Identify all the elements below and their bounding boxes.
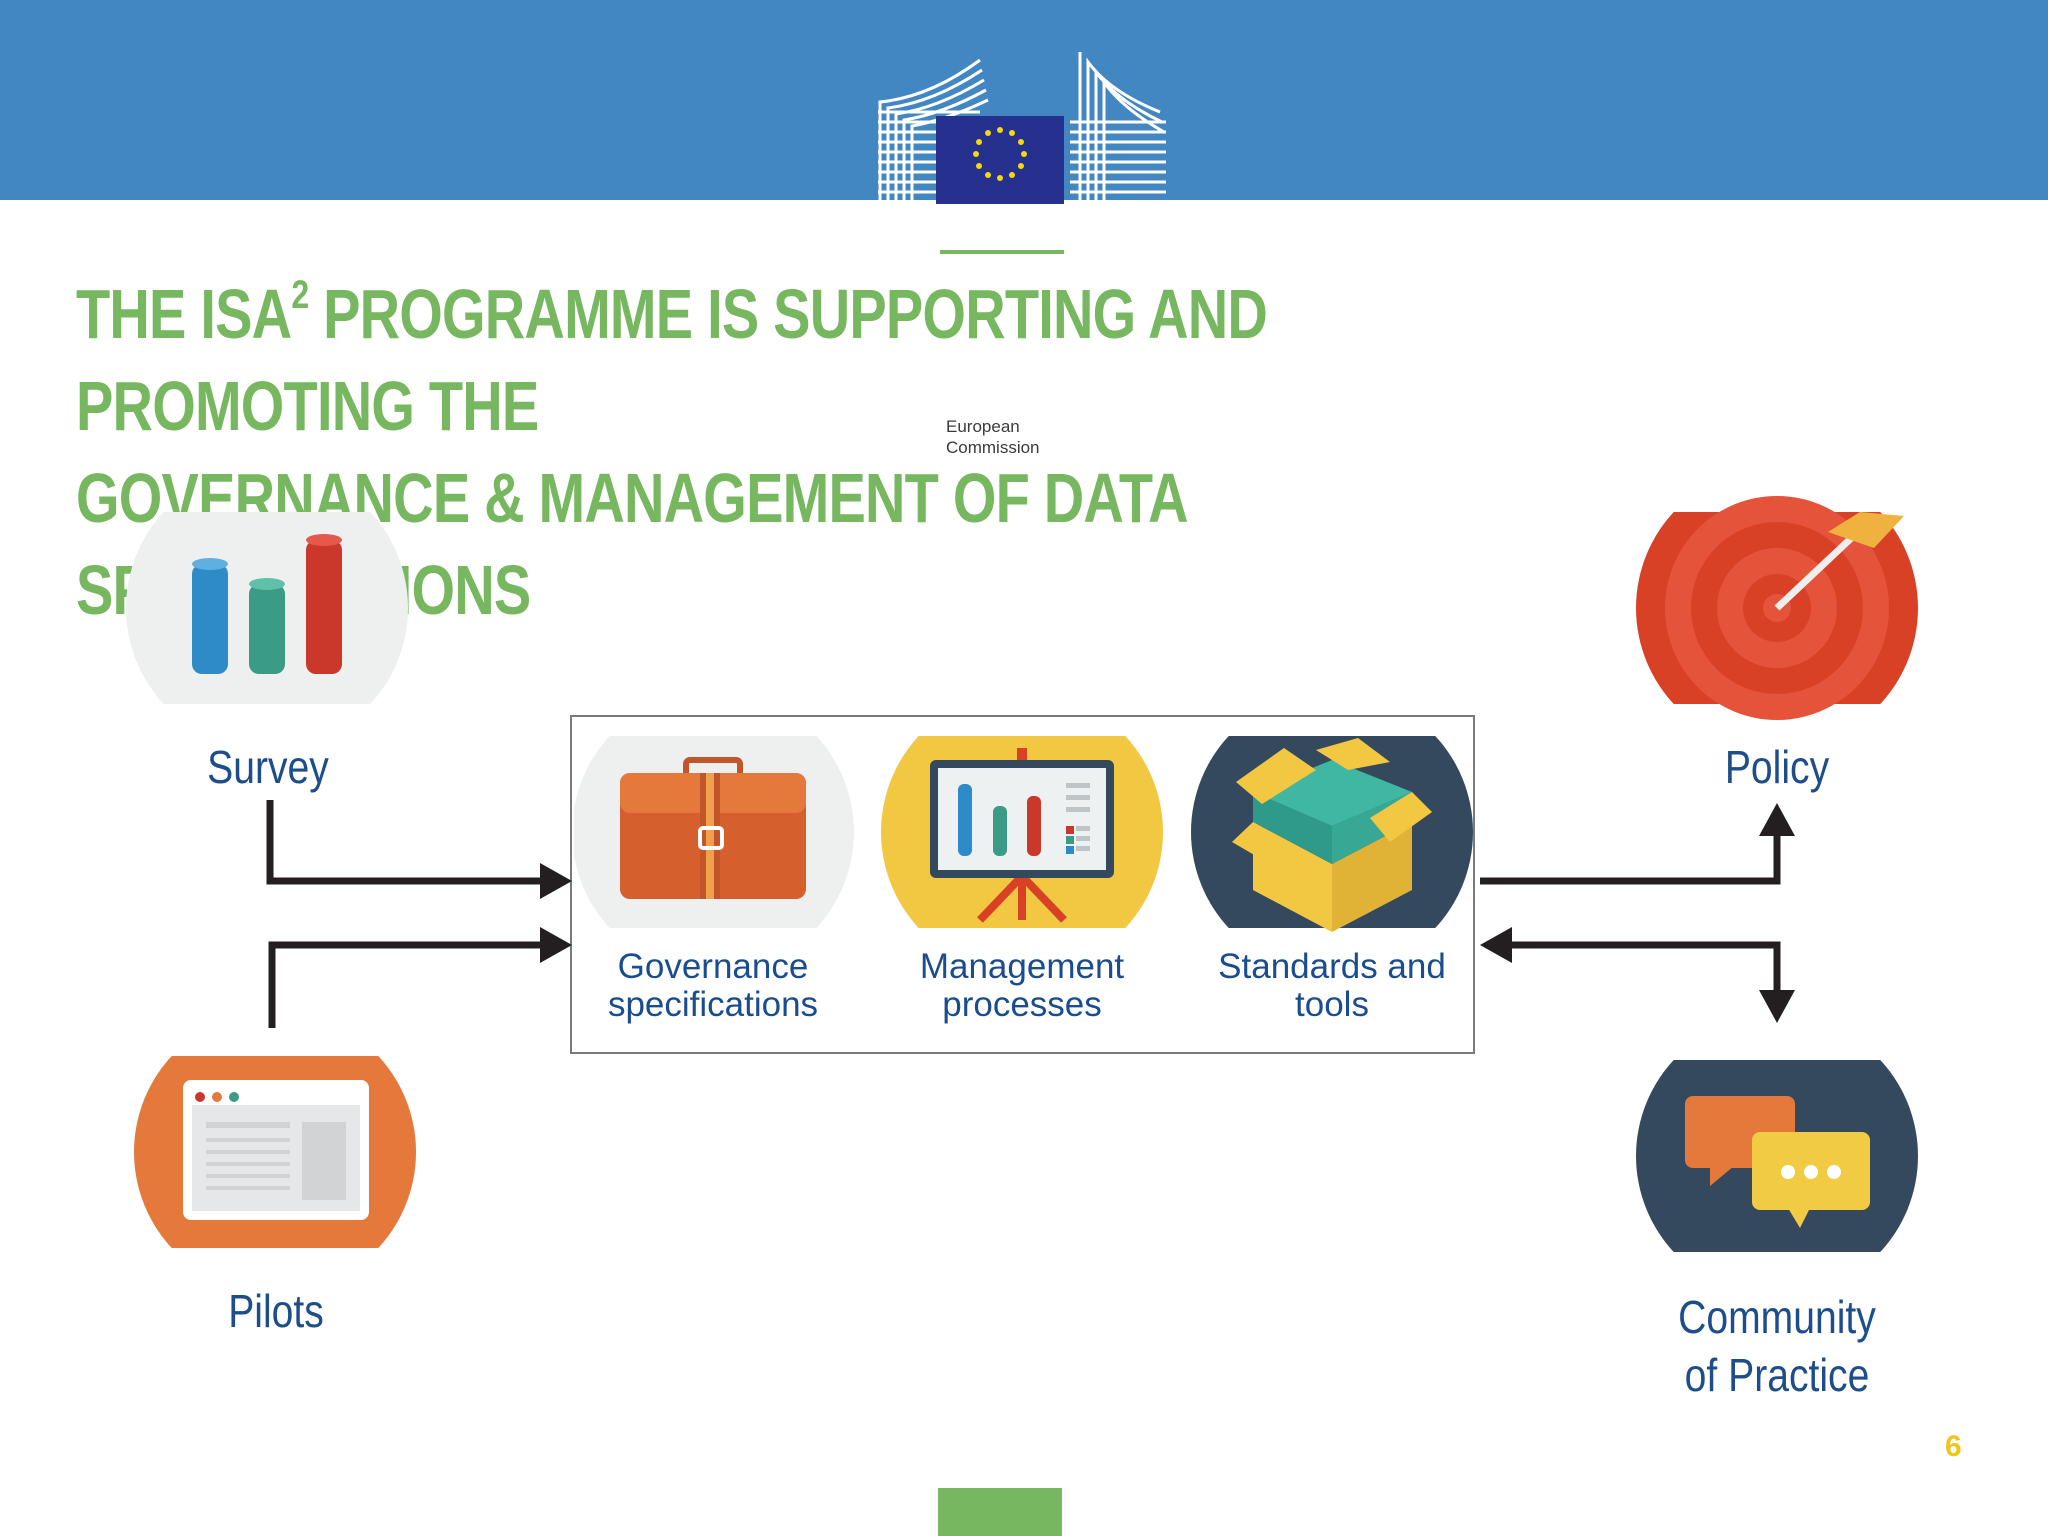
standards-label-line1: Standards and	[1218, 947, 1446, 986]
policy-target-icon	[1636, 496, 1918, 720]
standards-open-box-icon	[1191, 736, 1473, 932]
policy-arrow	[1480, 836, 1781, 885]
ec-building-icon	[870, 52, 1170, 262]
pilots-arrow	[268, 941, 540, 1028]
survey-label: Survey	[207, 741, 329, 793]
community-chat-bubbles-icon	[1636, 1060, 1918, 1252]
community-down-arrowhead	[1759, 990, 1795, 1023]
title-line-1: THE ISA2 PROGRAMME IS SUPPORTING AND PRO…	[76, 273, 1268, 445]
european-commission-logo: European Commission	[870, 52, 1170, 457]
governance-label-line2: specifications	[607, 985, 819, 1024]
community-left-arrowhead	[1480, 927, 1512, 963]
pilots-arrowhead	[540, 927, 572, 963]
community-label: Community of Practice	[1650, 1288, 1905, 1404]
pilots-label: Pilots	[228, 1285, 324, 1337]
management-presentation-board-icon	[881, 736, 1163, 928]
logo-text-line2: Commission	[946, 438, 1040, 457]
standards-label: Standards and tools	[1192, 948, 1472, 1024]
standards-label-line2: tools	[1295, 985, 1369, 1024]
management-label-line2: processes	[942, 985, 1102, 1024]
policy-label: Policy	[1724, 741, 1830, 793]
governance-label: Governance specifications	[573, 948, 853, 1024]
page-number: 6	[1945, 1430, 1962, 1463]
management-label-line1: Management	[919, 947, 1125, 986]
pilots-browser-window-icon	[134, 1056, 416, 1248]
footer-tab	[938, 1488, 1062, 1536]
governance-label-line1: Governance	[617, 947, 809, 986]
management-label: Management processes	[882, 948, 1162, 1024]
policy-arrowhead	[1759, 803, 1795, 836]
community-label-line1: Community	[1678, 1291, 1876, 1343]
community-arrow	[1512, 941, 1781, 990]
governance-briefcase-icon	[574, 736, 854, 928]
survey-arrowhead	[540, 863, 572, 899]
survey-bar-chart-icon	[126, 512, 408, 704]
survey-arrow	[266, 800, 540, 885]
community-label-line2: of Practice	[1684, 1349, 1870, 1401]
logo-text-line1: European	[946, 417, 1020, 436]
